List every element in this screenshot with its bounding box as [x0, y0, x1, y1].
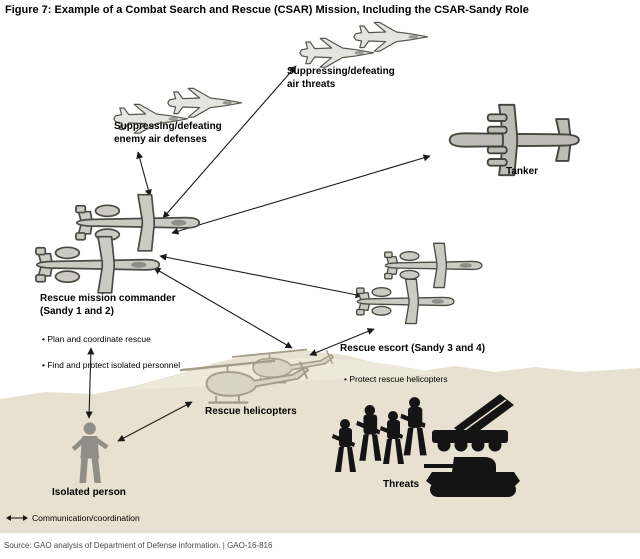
- figure-title: Figure 7: Example of a Combat Search and…: [5, 4, 529, 16]
- legend-label: Communication/coordination: [32, 513, 140, 523]
- legend: Communication/coordination: [6, 513, 140, 523]
- communication-arrow-commander-isolated: [85, 347, 95, 419]
- legend-double-arrow-icon: [6, 515, 28, 521]
- helicopters-label: Rescue helicopters: [205, 406, 297, 417]
- soldier-icon: [380, 411, 404, 464]
- air-threats-label: Suppressing/defeating air threats: [287, 66, 395, 90]
- isolated-person-icon: [70, 421, 114, 487]
- rescue-helicopters-icon: [180, 345, 340, 407]
- tank-icon: [424, 452, 522, 498]
- fighter-jet-icon: [167, 87, 243, 118]
- escort-bullets: • Protect rescue helicopters: [344, 360, 448, 399]
- commander-bullets: • Plan and coordinate rescue • Find and …: [42, 320, 180, 385]
- soldier-icon: [400, 397, 427, 456]
- fighter-jet-icon: [353, 21, 429, 52]
- escort-bullet: • Protect rescue helicopters: [344, 374, 448, 384]
- enemy-air-defenses-label: Suppressing/defeating enemy air defenses: [114, 121, 222, 145]
- a10-aircraft-icon: [75, 193, 201, 252]
- escort-a10s-icon: [352, 242, 487, 332]
- air-threats-jets-icon: [290, 20, 440, 72]
- soldier-icon: [356, 405, 382, 461]
- communication-arrow-commander-tanker: [171, 154, 431, 235]
- threats-label: Threats: [383, 479, 420, 490]
- a10-aircraft-icon: [384, 242, 483, 289]
- communication-arrow-escort-helicopters: [309, 328, 375, 356]
- commander-a10s-icon: [30, 193, 205, 298]
- source-note: Source: GAO analysis of Department of De…: [4, 541, 273, 550]
- isolated-person-label: Isolated person: [52, 487, 126, 498]
- commander-bullet: • Plan and coordinate rescue: [42, 334, 151, 344]
- communication-arrow-commander-sead: [136, 151, 152, 197]
- tanker-label: Tanker: [506, 166, 539, 177]
- soldiers-icon: [327, 394, 432, 476]
- escort-label: Rescue escort (Sandy 3 and 4): [340, 343, 486, 354]
- soldier-icon: [332, 419, 356, 472]
- communication-arrow-helicopters-isolated: [117, 401, 193, 442]
- commander-bullet: • Find and protect isolated personnel: [42, 360, 181, 370]
- commander-label: Rescue mission commander (Sandy 1 and 2): [40, 293, 176, 317]
- communication-arrow-commander-helicopters: [153, 267, 293, 349]
